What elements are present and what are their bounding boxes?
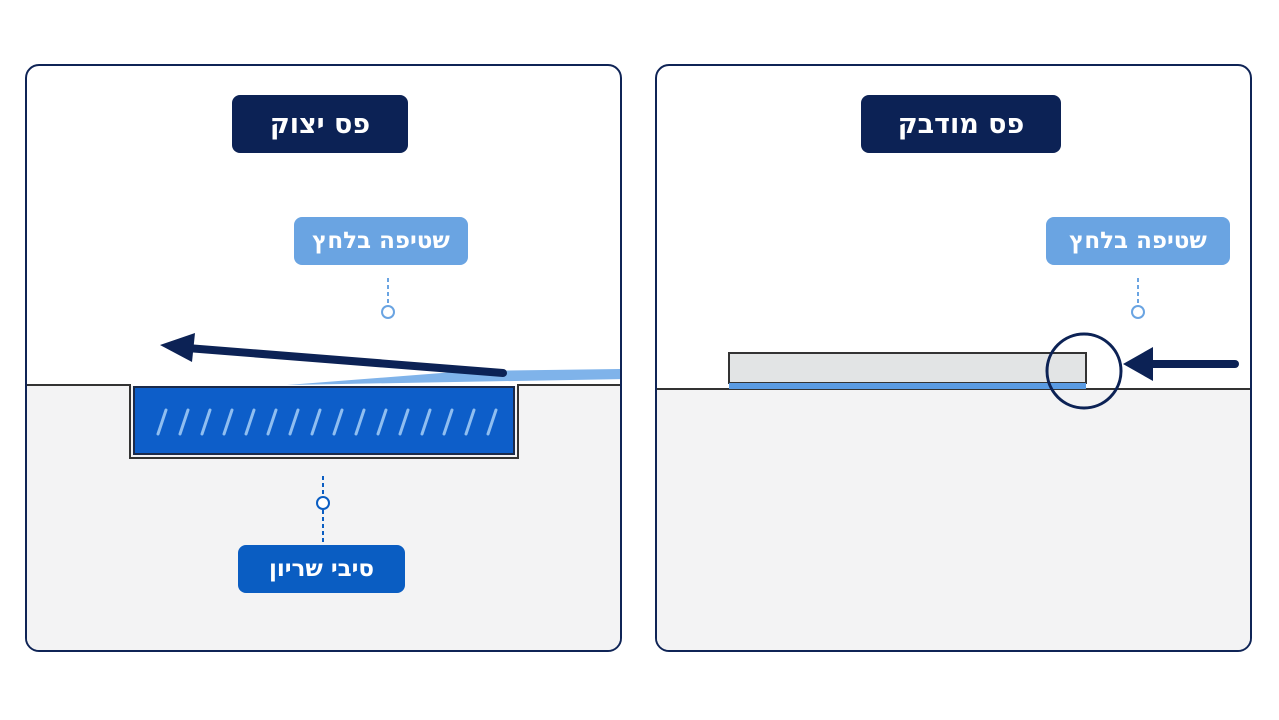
pressure-wash-leader-dot <box>1131 305 1145 319</box>
glued-tape-strip <box>728 352 1087 384</box>
embedded-marking-strip <box>133 386 515 455</box>
glued-strip-illustration <box>657 278 1250 410</box>
glued-strip-panel: פס מודבק שטיפה בלחץ <box>655 64 1252 652</box>
armor-fibers <box>156 408 498 436</box>
pressure-wash-label: שטיפה בלחץ <box>294 217 468 265</box>
deflection-arrow-shaft <box>183 344 507 377</box>
cast-strip-panel: פס יצוק שטיפה בלחץ סיבי שריון <box>25 64 622 652</box>
jet-arrow-head <box>1123 347 1153 381</box>
armor-fibers-leader-dot <box>316 496 330 510</box>
cast-strip-title: פס יצוק <box>232 95 408 153</box>
glued-strip-title: פס מודבק <box>861 95 1061 153</box>
deflection-arrow-head <box>160 333 195 362</box>
water-jet <box>287 369 620 385</box>
road-surface <box>657 390 1250 650</box>
road-surface-line <box>27 384 620 459</box>
pressure-wash-label: שטיפה בלחץ <box>1046 217 1230 265</box>
cast-strip-illustration <box>27 278 620 544</box>
pressure-wash-leader-dot <box>381 305 395 319</box>
edge-highlight-circle <box>1045 332 1123 410</box>
armor-fibers-label: סיבי שריון <box>238 545 405 593</box>
adhesive-layer <box>729 383 1086 389</box>
